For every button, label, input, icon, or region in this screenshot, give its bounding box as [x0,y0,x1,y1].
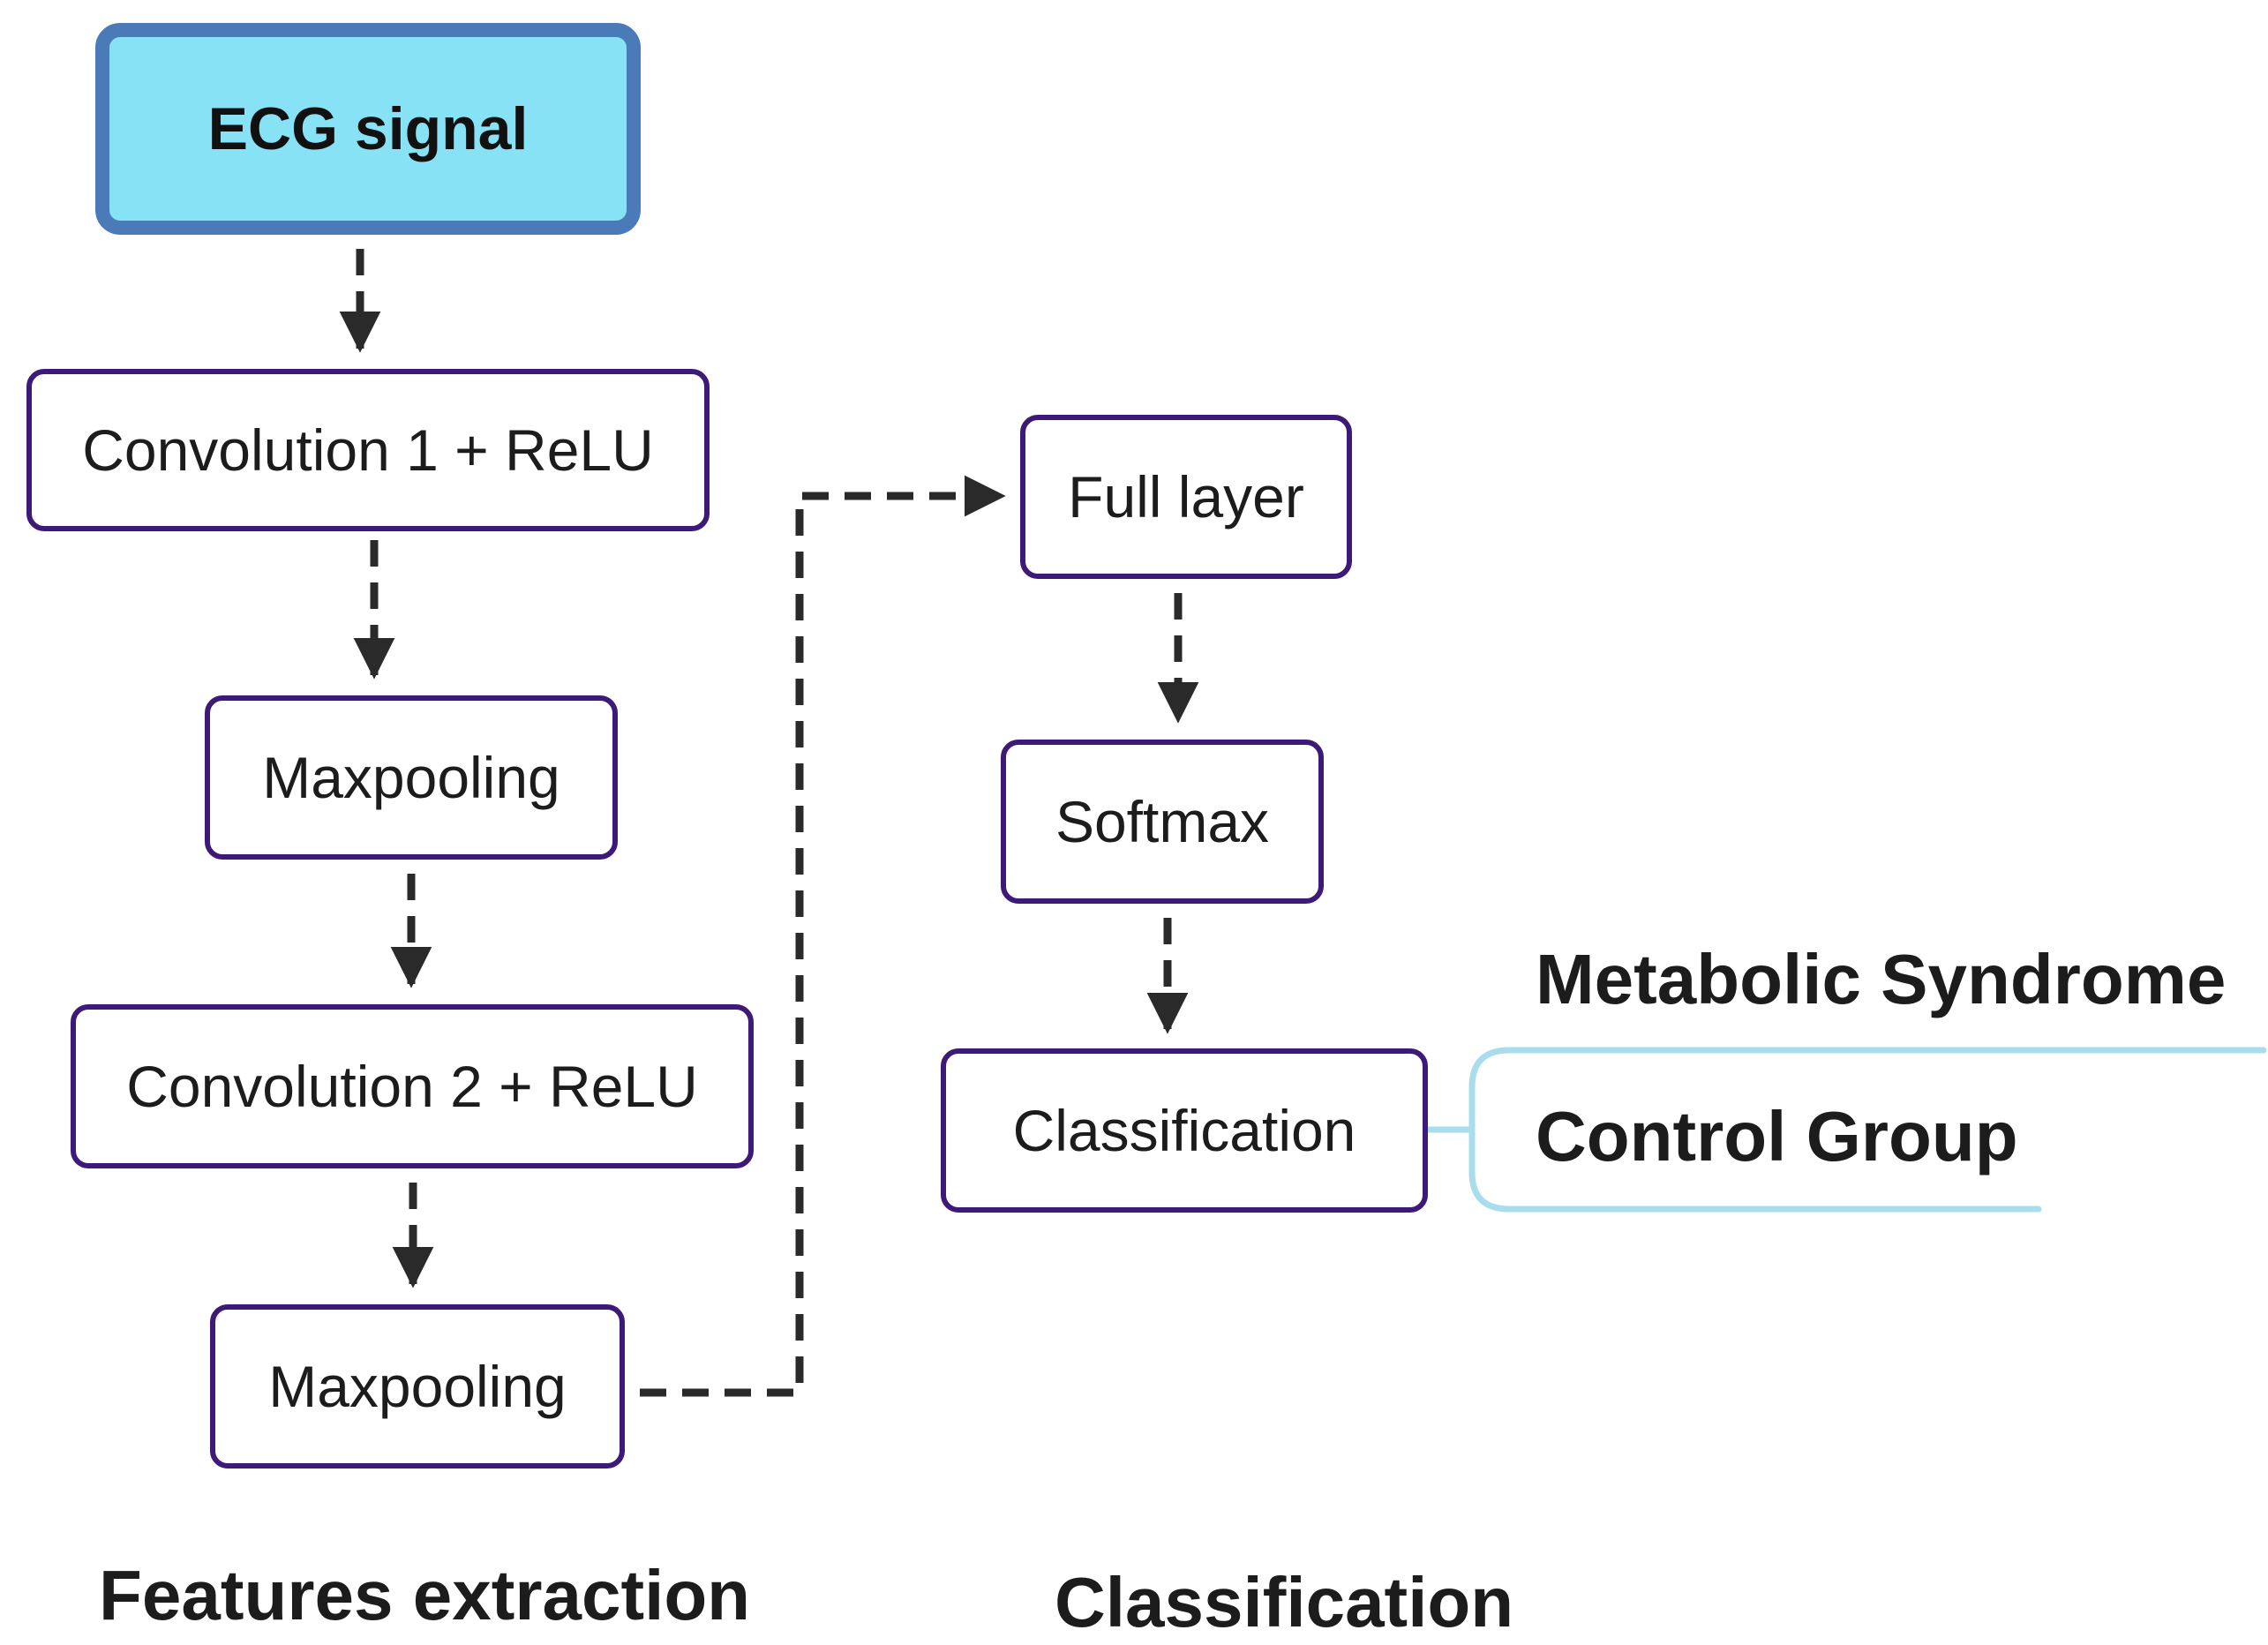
convolution-2-label: Convolution 2 + ReLU [126,1054,698,1119]
maxpooling-1-box: Maxpooling [205,695,618,860]
convolution-1-label: Convolution 1 + ReLU [82,417,654,483]
full-layer-box: Full layer [1020,415,1352,579]
ecg-signal-box: ECG signal [95,23,641,235]
control-group-label: Control Group [1536,1097,2018,1176]
metabolic-syndrome-label: Metabolic Syndrome [1536,940,2227,1018]
maxpooling-1-label: Maxpooling [262,745,560,810]
outcome-bracket [1468,1047,2267,1213]
softmax-label: Softmax [1055,789,1270,854]
convolution-1-box: Convolution 1 + ReLU [26,369,710,531]
classification-section-label: Classification [1055,1563,1514,1641]
full-layer-label: Full layer [1068,464,1304,530]
features-extraction-section-label: Features extraction [99,1556,751,1634]
softmax-box: Softmax [1001,740,1324,904]
classification-label: Classification [1012,1098,1356,1163]
maxpooling-2-label: Maxpooling [268,1354,567,1419]
ecg-signal-label: ECG signal [207,95,529,162]
maxpooling-2-box: Maxpooling [210,1304,625,1468]
arrow-maxpool2-to-full-layer [640,475,1006,1397]
classification-box: Classification [941,1048,1428,1213]
convolution-2-box: Convolution 2 + ReLU [71,1004,754,1168]
